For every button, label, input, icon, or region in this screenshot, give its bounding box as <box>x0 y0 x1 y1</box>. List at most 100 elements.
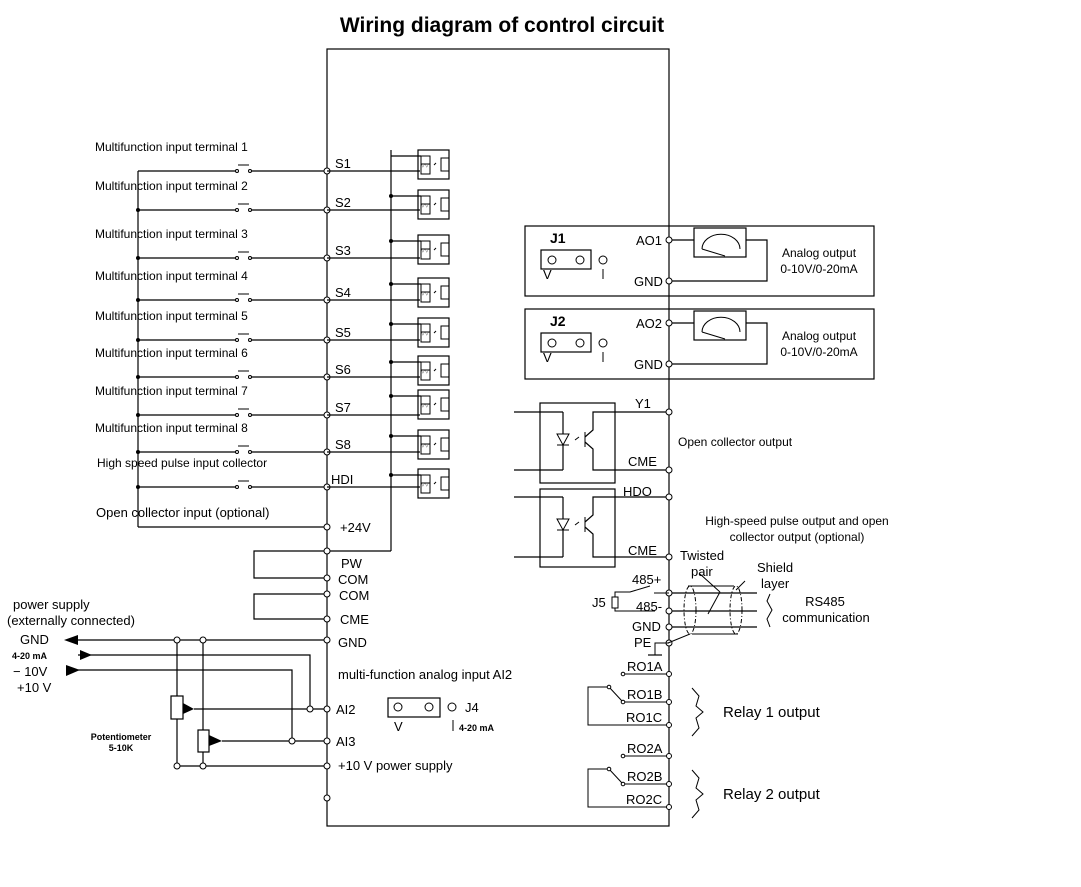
j4-v-label: V <box>394 719 403 734</box>
terminal-cme-y1[interactable] <box>665 466 673 474</box>
junction-dot <box>136 485 140 489</box>
twisted-pair-pointer <box>699 573 721 593</box>
terminal-cme-hdo-label: CME <box>628 543 657 558</box>
terminal-pw[interactable] <box>323 547 331 555</box>
jumper-j2[interactable] <box>540 332 592 353</box>
terminal-cme-left[interactable] <box>323 615 331 623</box>
jumper-j1[interactable] <box>540 249 592 270</box>
shield-pointer <box>735 580 746 591</box>
terminal-gnd[interactable] <box>665 277 673 285</box>
switch-contact <box>248 256 252 260</box>
rs485-comm-label: communication <box>782 610 869 625</box>
junction-dot <box>389 394 393 398</box>
junction <box>199 636 207 644</box>
terminal-gnd-485[interactable] <box>665 623 673 631</box>
relay-switch-icon <box>608 686 623 702</box>
terminal-label: S3 <box>335 243 351 258</box>
digital-input-label: Multifunction input terminal 5 <box>95 309 248 323</box>
opto-light-arrow <box>433 368 437 372</box>
opto-led-glyph: ▽▽ <box>421 482 429 488</box>
diagram-title: Wiring diagram of control circuit <box>340 14 664 37</box>
digital-input-label: Multifunction input terminal 8 <box>95 421 248 435</box>
terminal-gnd[interactable] <box>665 360 673 368</box>
terminal-ao[interactable] <box>665 236 673 244</box>
junction-dot <box>136 413 140 417</box>
analog-output-box <box>524 225 875 297</box>
potentiometer-value: 5-10K <box>109 743 134 753</box>
analog-output-box <box>524 308 875 380</box>
relay-a-label: RO2A <box>627 741 663 756</box>
optocoupler-icon <box>417 189 450 220</box>
switch-contact <box>235 450 239 454</box>
opto-led-glyph: ▽▽ <box>421 203 429 209</box>
opto-transistor <box>440 325 449 340</box>
switch-contact <box>235 375 239 379</box>
y1-collector-wire <box>584 411 669 438</box>
opto-transistor <box>440 397 449 412</box>
terminal-ai2[interactable] <box>323 705 331 713</box>
switch-contact <box>235 413 239 417</box>
switch-contact <box>235 338 239 342</box>
terminal-y1[interactable] <box>665 408 673 416</box>
jumper-v-label: V <box>543 350 552 365</box>
opto-light-arrow <box>433 290 437 294</box>
digital-input-label: Multifunction input terminal 6 <box>95 346 248 360</box>
optocoupler-icon <box>417 317 450 348</box>
digital-input-4: Multifunction input terminal 4S4▽▽ <box>95 269 450 308</box>
hdo-desc-line2: collector output (optional) <box>730 530 865 544</box>
terminal-hdo[interactable] <box>665 493 673 501</box>
terminal-ro1b[interactable] <box>666 699 672 705</box>
hdo-emitter-wire <box>584 526 669 558</box>
switch-contact <box>248 485 252 489</box>
digital-input-label: Multifunction input terminal 1 <box>95 140 248 154</box>
relay-b-label: RO2B <box>627 769 662 784</box>
terminal-unused[interactable] <box>323 794 331 802</box>
j5-resistor <box>611 596 619 609</box>
terminal-485-minus-label: 485- <box>636 599 662 614</box>
terminal-gnd-left[interactable] <box>323 636 331 644</box>
junction-dot <box>136 298 140 302</box>
terminal-ro2b[interactable] <box>666 781 672 787</box>
terminal-com-2[interactable] <box>323 590 331 598</box>
opto-transistor <box>440 363 449 378</box>
terminal-plus10v[interactable] <box>323 762 331 770</box>
terminal-cme-hdo[interactable] <box>665 553 673 561</box>
terminal-com-1[interactable] <box>323 574 331 582</box>
junction-dot <box>136 338 140 342</box>
terminal-ro2c[interactable] <box>666 804 672 810</box>
hdo-light-arrow <box>574 521 580 526</box>
opto-light-arrow <box>433 162 437 166</box>
junction <box>173 636 181 644</box>
terminal-com-2-label: COM <box>339 588 369 603</box>
digital-input-5: Multifunction input terminal 5S5▽▽ <box>95 309 450 348</box>
opto-light-arrow <box>433 247 437 251</box>
terminal-ao[interactable] <box>665 319 673 327</box>
potentiometer-label: Potentiometer <box>91 732 152 742</box>
terminal-ro1c[interactable] <box>666 722 672 728</box>
digital-input-6: Multifunction input terminal 6S6▽▽ <box>95 346 450 386</box>
meter-icon <box>693 227 747 258</box>
ma-wire <box>78 654 311 709</box>
terminal-label: S8 <box>335 437 351 452</box>
opto-led-glyph: ▽▽ <box>421 291 429 297</box>
terminal-ro2a[interactable] <box>666 753 672 759</box>
opto-light-arrow <box>433 402 437 406</box>
junction-dot <box>389 239 393 243</box>
terminal-24v[interactable] <box>323 523 331 531</box>
jumper-pin <box>547 255 557 265</box>
switch-contact <box>235 208 239 212</box>
j4-jumper[interactable] <box>387 697 441 718</box>
relay-c-wire <box>587 686 669 726</box>
terminal-label: HDI <box>331 472 353 487</box>
jumper-v-label: V <box>543 267 552 282</box>
analog-input-label: multi-function analog input AI2 <box>338 667 512 682</box>
terminal-485-minus[interactable] <box>665 607 673 615</box>
terminal-label: S6 <box>335 362 351 377</box>
neg10v-wire <box>78 669 293 740</box>
terminal-ro1a[interactable] <box>666 671 672 677</box>
optocoupler-icon <box>417 149 450 180</box>
terminal-ai3[interactable] <box>323 737 331 745</box>
